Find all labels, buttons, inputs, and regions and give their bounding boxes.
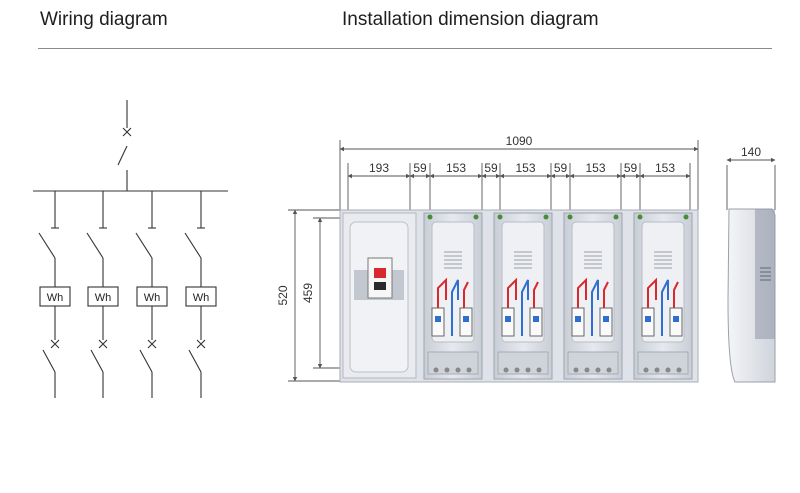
- main-isolator-mark: [122, 127, 132, 137]
- breaker-blade: [38, 232, 56, 259]
- segment-9-label: 153: [655, 161, 675, 175]
- branch-3: Wh: [135, 191, 168, 398]
- meter-module-3: [563, 212, 623, 380]
- segment-6-label: 59: [554, 161, 568, 175]
- segment-1-label: 193: [369, 161, 389, 175]
- branch-4: Wh: [184, 191, 217, 398]
- terminal-block: [567, 351, 619, 375]
- breaker-blade: [184, 232, 202, 259]
- terminal-block: [637, 351, 689, 375]
- overall-width-label: 1090: [506, 134, 533, 148]
- terminal-screw: [606, 367, 612, 373]
- enclosure-front-view: [339, 209, 699, 383]
- branch-1: Wh: [38, 191, 71, 398]
- segment-3-label: 153: [446, 161, 466, 175]
- main-switch-blade: [117, 145, 128, 166]
- main-breaker-handle: [374, 268, 386, 278]
- fixing-screw: [567, 214, 573, 220]
- terminal-screw: [573, 367, 579, 373]
- segment-7-label: 153: [585, 161, 605, 175]
- fixing-screw: [543, 214, 549, 220]
- fixing-screw: [427, 214, 433, 220]
- enclosure-side-view: [727, 208, 776, 383]
- fixing-screw: [497, 214, 503, 220]
- wire-blue: [521, 279, 529, 336]
- breaker-blade: [135, 232, 153, 259]
- terminal-screw: [503, 367, 509, 373]
- wire-blue: [591, 279, 599, 336]
- energy-meter-label: Wh: [95, 292, 112, 304]
- terminal-screw: [665, 367, 671, 373]
- breaker-handle: [575, 316, 581, 322]
- terminal-screw: [595, 367, 601, 373]
- terminal-block: [497, 351, 549, 375]
- segment-8-label: 59: [624, 161, 638, 175]
- terminal-screw: [455, 367, 461, 373]
- breaker-handle: [673, 316, 679, 322]
- breaker-handle: [435, 316, 441, 322]
- isolator-mark: [147, 339, 157, 349]
- fixing-screw: [683, 214, 689, 220]
- dimension-lines: 1090 193 59 153 59 153 59 153 59 153 520 459 140: [276, 134, 776, 382]
- segment-2-label: 59: [413, 161, 427, 175]
- terminal-block: [427, 351, 479, 375]
- terminal-screw: [536, 367, 542, 373]
- breaker-blade: [86, 232, 104, 259]
- wiring-diagram-title: Wiring diagram: [40, 9, 168, 30]
- branch-circuits: Wh Wh Wh Wh: [38, 191, 217, 398]
- overall-height-label: 520: [276, 285, 290, 305]
- depth-label: 140: [741, 145, 761, 159]
- fixing-screw: [613, 214, 619, 220]
- inner-height-label: 459: [301, 283, 315, 303]
- wiring-diagram: Wh Wh Wh Wh: [33, 100, 228, 398]
- main-breaker-label: [374, 282, 386, 290]
- terminal-screw: [466, 367, 472, 373]
- terminal-screw: [444, 367, 450, 373]
- energy-meter-label: Wh: [47, 292, 64, 304]
- isolator-mark: [196, 339, 206, 349]
- meter-module-2: [493, 212, 553, 380]
- branch-2: Wh: [86, 191, 119, 398]
- terminal-screw: [525, 367, 531, 373]
- isolator-blade: [42, 349, 56, 373]
- isolator-blade: [90, 349, 104, 373]
- side-vent-slots: [760, 267, 771, 281]
- terminal-screw: [676, 367, 682, 373]
- terminal-screw: [584, 367, 590, 373]
- meter-module-4: [633, 212, 693, 380]
- breaker-handle: [463, 316, 469, 322]
- fixing-screw: [473, 214, 479, 220]
- energy-meter-label: Wh: [144, 292, 161, 304]
- header-divider: [38, 48, 772, 49]
- breaker-handle: [533, 316, 539, 322]
- meter-module-1: [423, 212, 483, 380]
- segment-5-label: 153: [515, 161, 535, 175]
- breaker-handle: [505, 316, 511, 322]
- isolator-blade: [188, 349, 202, 373]
- segment-4-label: 59: [484, 161, 498, 175]
- isolator-mark: [98, 339, 108, 349]
- isolator-mark: [50, 339, 60, 349]
- terminal-screw: [654, 367, 660, 373]
- terminal-screw: [514, 367, 520, 373]
- wire-blue: [451, 279, 459, 336]
- fixing-screw: [637, 214, 643, 220]
- isolator-blade: [139, 349, 153, 373]
- installation-diagram-title: Installation dimension diagram: [342, 9, 599, 30]
- terminal-screw: [433, 367, 439, 373]
- breaker-handle: [603, 316, 609, 322]
- wire-blue: [661, 279, 669, 336]
- side-top-cap: [755, 209, 775, 339]
- terminal-screw: [643, 367, 649, 373]
- breaker-handle: [645, 316, 651, 322]
- energy-meter-label: Wh: [193, 292, 210, 304]
